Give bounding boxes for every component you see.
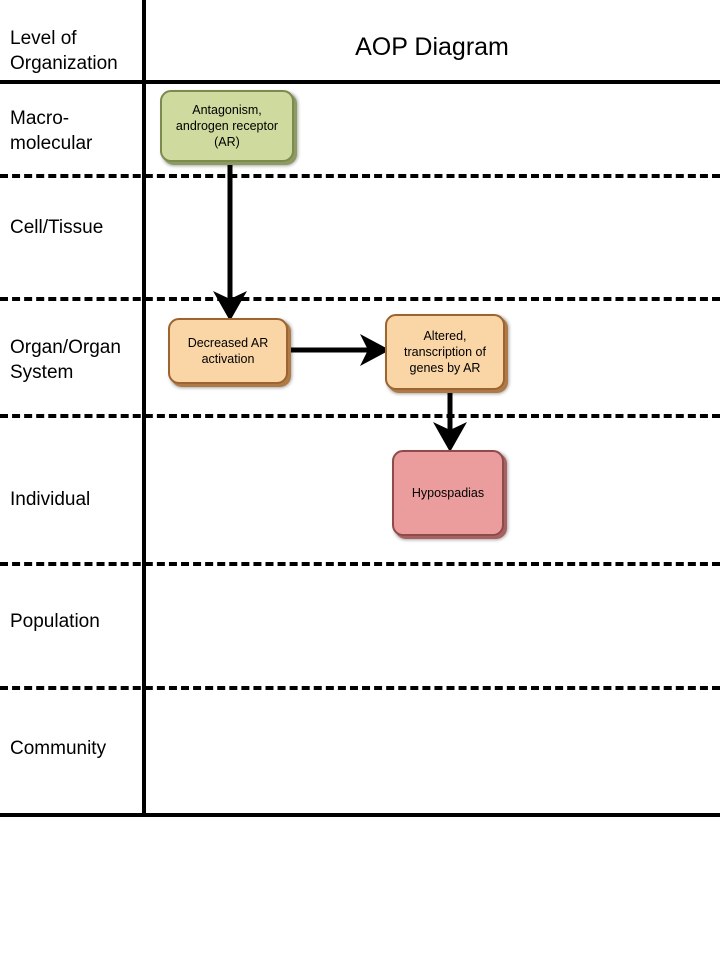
- row-label-organ-system: Organ/Organ System: [10, 337, 121, 383]
- row-label-community: Community: [10, 738, 107, 759]
- row-label-cell-tissue: Cell/Tissue: [10, 217, 104, 238]
- row-label-macromolecular: Macro- molecular: [10, 108, 93, 154]
- row-label-individual: Individual: [10, 489, 91, 510]
- node-molecular-initiating-event[interactable]: Antagonism, androgen receptor (AR): [160, 90, 294, 162]
- page-title: AOP Diagram: [355, 33, 509, 61]
- node-key-event-altered-transcription[interactable]: Altered, transcription of genes by AR: [385, 314, 505, 390]
- node-key-event-decreased-ar-activation[interactable]: Decreased AR activation: [168, 318, 288, 384]
- node-label-altered-transcription-of-genes-by-ar: Altered, transcription of genes by AR: [404, 329, 486, 375]
- node-adverse-outcome-hypospadias[interactable]: Hypospadias: [392, 450, 504, 536]
- column-header-level-of-organization: Level of Organization: [10, 28, 118, 74]
- node-label-hypospadias: Hypospadias: [411, 486, 485, 500]
- node-label-antagonism-androgen-receptor: Antagonism, androgen receptor (AR): [175, 103, 279, 149]
- node-label-decreased-ar-activation: Decreased AR activation: [187, 336, 269, 366]
- row-label-population: Population: [10, 611, 100, 632]
